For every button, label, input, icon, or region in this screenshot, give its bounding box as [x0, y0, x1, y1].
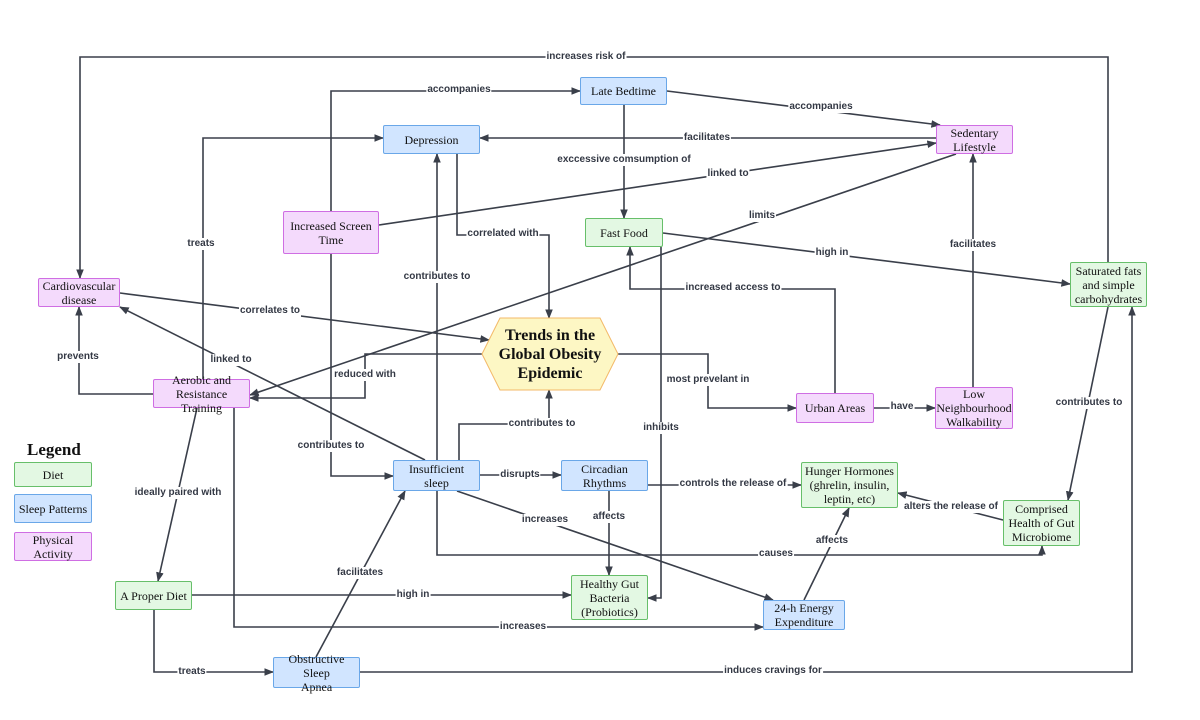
edge-label: linked to — [706, 168, 750, 180]
edge-label: linked to — [209, 354, 253, 366]
node-saturated-fats[interactable]: Saturated fats and simple carbohydrates — [1070, 262, 1147, 307]
edge-label: limits — [747, 210, 777, 222]
edge-label: facilitates — [948, 239, 998, 251]
central-node[interactable]: Trends in the Global Obesity Epidemic — [498, 326, 602, 382]
edge-label: correlated with — [466, 228, 540, 240]
node-aerobic-training[interactable]: Aerobic and Resistance Training — [153, 373, 250, 415]
edge-label: increases — [498, 621, 548, 633]
edge-label: facilitates — [335, 567, 385, 579]
edge-label: increased access to — [684, 282, 782, 294]
edge-label: facilitates — [682, 132, 732, 144]
edge-screen-time-to-insufficient-sleep[interactable] — [330, 254, 394, 480]
edge-label: contributes to — [296, 440, 366, 452]
node-hunger-hormones[interactable]: Hunger Hormones (ghrelin, insulin, lepti… — [801, 462, 898, 508]
legend-item-physical-activity: Physical Activity — [14, 532, 92, 561]
edge-energy-to-hunger-hormones[interactable] — [803, 507, 850, 601]
node-healthy-gut-bacteria[interactable]: Healthy Gut Bacteria (Probiotics) — [571, 575, 648, 620]
edge-label: induces cravings for — [723, 665, 823, 677]
node-urban-areas[interactable]: Urban Areas — [796, 393, 874, 423]
edge-label: accompanies — [426, 84, 492, 96]
legend-item-diet: Diet — [14, 462, 92, 487]
edge-insufficient-sleep-to-central[interactable] — [458, 389, 553, 460]
edge-label: affects — [814, 535, 850, 547]
edge-label: correlates to — [238, 305, 302, 317]
node-cardiovascular-disease[interactable]: Cardiovascular disease — [38, 278, 120, 307]
edge-insufficient-sleep-to-gut-microbiome[interactable] — [436, 491, 1046, 556]
edge-label: affects — [591, 511, 627, 523]
node-circadian-rhythms[interactable]: Circadian Rhythms — [561, 460, 648, 491]
edge-label: most prevelant in — [665, 374, 751, 386]
edge-label: alters the release of — [903, 501, 999, 513]
edge-screen-time-to-late-bedtime[interactable] — [330, 87, 581, 211]
node-increased-screen-time[interactable]: Increased Screen Time — [283, 211, 379, 254]
edge-label: contributes to — [507, 418, 577, 430]
edge-insufficient-sleep-to-cardio[interactable] — [119, 306, 426, 461]
node-low-walkability[interactable]: Low Neighbourhood Walkability — [935, 387, 1013, 429]
edge-label: have — [889, 401, 915, 413]
edge-fast-food-to-sat-fats[interactable] — [662, 232, 1071, 287]
node-fast-food[interactable]: Fast Food — [585, 218, 663, 247]
legend-title: Legend — [27, 440, 81, 459]
edge-label: increases — [520, 514, 570, 526]
edge-insufficient-sleep-to-energy[interactable] — [456, 490, 774, 601]
edge-label: ideally paired with — [133, 487, 223, 499]
edge-sedentary-to-aerobic[interactable] — [249, 153, 957, 396]
node-gut-microbiome[interactable]: Comprised Health of Gut Microbiome — [1003, 500, 1080, 546]
edge-osa-to-sat-fats[interactable] — [360, 306, 1136, 673]
edge-label: high in — [814, 247, 850, 259]
node-sedentary-lifestyle[interactable]: Sedentary Lifestyle — [936, 125, 1013, 154]
edge-label: accompanies — [788, 101, 854, 113]
edge-label: exccessive comsumption of — [556, 154, 692, 166]
edge-label: controls the release of — [678, 478, 788, 490]
edge-label: prevents — [56, 351, 100, 363]
edge-label: increases risk of — [545, 51, 627, 63]
edge-aerobic-to-energy[interactable] — [233, 408, 764, 631]
edge-label: disrupts — [499, 469, 541, 481]
edge-label: contributes to — [1054, 397, 1124, 409]
edge-label: contributes to — [402, 271, 472, 283]
edge-aerobic-to-depression[interactable] — [202, 134, 384, 379]
node-energy-expenditure[interactable]: 24-h Energy Expenditure — [763, 600, 845, 630]
node-depression[interactable]: Depression — [383, 125, 480, 154]
edge-fast-food-to-gut-bacteria[interactable] — [647, 247, 662, 602]
edge-screen-time-to-sedentary[interactable] — [378, 140, 937, 226]
edge-label: treats — [186, 238, 216, 250]
legend-item-sleep-patterns: Sleep Patterns — [14, 494, 92, 523]
edge-label: high in — [395, 589, 431, 601]
edge-aerobic-to-cardio[interactable] — [75, 306, 153, 395]
edge-label: treats — [177, 666, 207, 678]
node-insufficient-sleep[interactable]: Insufficient sleep — [393, 460, 480, 491]
edge-cardio-to-central[interactable] — [119, 292, 490, 343]
central-node-shape[interactable] — [481, 317, 619, 391]
node-obstructive-sleep-apnea[interactable]: Obstructive Sleep Apnea — [273, 652, 360, 694]
node-proper-diet[interactable]: A Proper Diet — [115, 581, 192, 610]
edge-proper-diet-to-osa[interactable] — [153, 610, 274, 676]
edge-label: inhibits — [642, 422, 680, 434]
edge-label: causes — [758, 548, 794, 560]
edge-label: reduced with — [333, 369, 397, 381]
node-late-bedtime[interactable]: Late Bedtime — [580, 77, 667, 105]
